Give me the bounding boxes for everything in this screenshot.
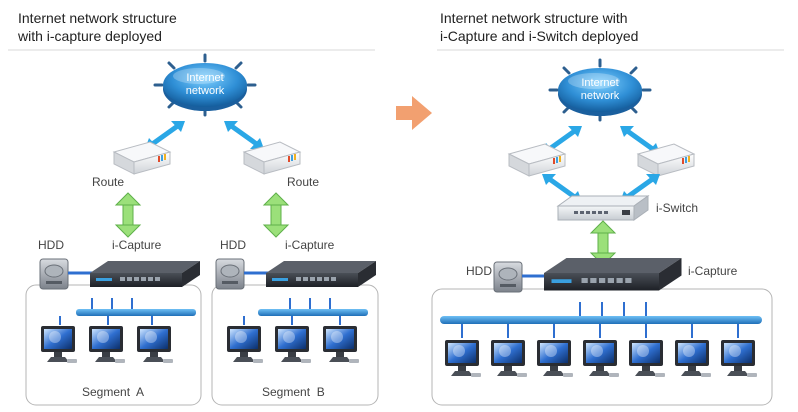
hdd-label: HDD (466, 264, 492, 278)
right-title-line1: Internet network structure with (440, 10, 628, 26)
computer-icon (89, 326, 125, 363)
computer-icon (323, 326, 359, 363)
computer-icon (227, 326, 263, 363)
capture-device-icon (266, 261, 376, 287)
route-label: Route (287, 175, 320, 189)
computer-icon (721, 340, 757, 377)
computer-icon (491, 340, 527, 377)
switch-device-icon (556, 195, 650, 221)
hdd-icon (39, 258, 69, 290)
route-label: Route (92, 175, 125, 189)
double-arrow-icon (263, 192, 289, 238)
computer-icon (583, 340, 619, 377)
internet-label-line1: Internet (186, 72, 224, 84)
computer-icon (537, 340, 573, 377)
lan-bus (440, 302, 762, 338)
computer-icon (675, 340, 711, 377)
icapture-label: i-Capture (688, 264, 738, 278)
computer-icon (41, 326, 77, 363)
router-icon (637, 143, 695, 177)
hdd-icon (493, 261, 523, 293)
capture-device-icon (544, 258, 682, 291)
computer-icon (275, 326, 311, 363)
computer-icon (629, 340, 665, 377)
lan-bus (59, 298, 196, 325)
transition-arrow-icon (396, 96, 432, 130)
capture-device-icon (90, 261, 200, 287)
internet-label-line2: network (580, 90, 620, 102)
icapture-label: i-Capture (112, 238, 162, 252)
left-title-line1: Internet network structure (18, 10, 177, 26)
hdd-icon (215, 258, 245, 290)
computer-icon (137, 326, 173, 363)
iswitch-label: i-Switch (656, 201, 699, 215)
segment-a-label: Segment A (82, 385, 145, 399)
right-title-line2: i-Capture and i-Switch deployed (440, 28, 639, 44)
icapture-label: i-Capture (285, 238, 335, 252)
double-arrow-icon (224, 121, 264, 149)
computer-icon (445, 340, 481, 377)
hdd-label: HDD (38, 238, 64, 252)
router-icon (113, 141, 171, 175)
double-arrow-icon (115, 192, 141, 238)
internet-label-line1: Internet (581, 77, 619, 89)
left-title-line2: with i-capture deployed (18, 28, 162, 44)
lan-bus (243, 298, 368, 325)
hdd-label: HDD (220, 238, 246, 252)
segment-b-label: Segment B (262, 385, 325, 399)
internet-label-line2: network (185, 85, 225, 97)
router-icon (508, 143, 566, 177)
